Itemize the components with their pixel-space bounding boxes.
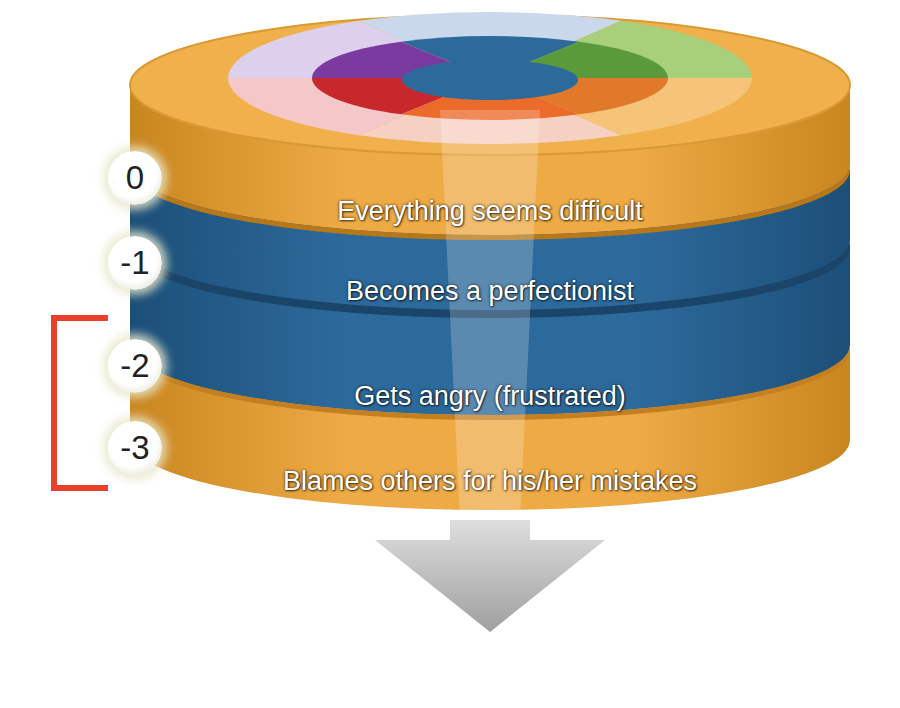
band-label: Everything seems difficult [337, 196, 643, 227]
arrow-head [375, 520, 605, 632]
band-label: Gets angry (frustrated) [354, 381, 626, 412]
band: Blames others for his/her mistakes [170, 455, 810, 509]
callout-number: 0 [126, 159, 144, 197]
band: Everything seems difficult [170, 186, 810, 238]
band: Becomes a perfectionist [170, 266, 810, 318]
wheel-center [402, 60, 578, 100]
bracket [54, 318, 108, 488]
number-circle: -2 [108, 339, 162, 393]
band: Gets angry (frustrated) [170, 370, 810, 424]
number-circle: 0 [108, 151, 162, 205]
number-circle: -1 [108, 236, 162, 290]
band-label: Becomes a perfectionist [346, 276, 634, 307]
band-label: Blames others for his/her mistakes [283, 466, 697, 497]
number-circle: -3 [108, 421, 162, 475]
arrow-funnel [440, 110, 540, 520]
callout-number: -1 [120, 244, 149, 282]
callout-number: -3 [120, 429, 149, 467]
callout-number: -2 [120, 347, 149, 385]
